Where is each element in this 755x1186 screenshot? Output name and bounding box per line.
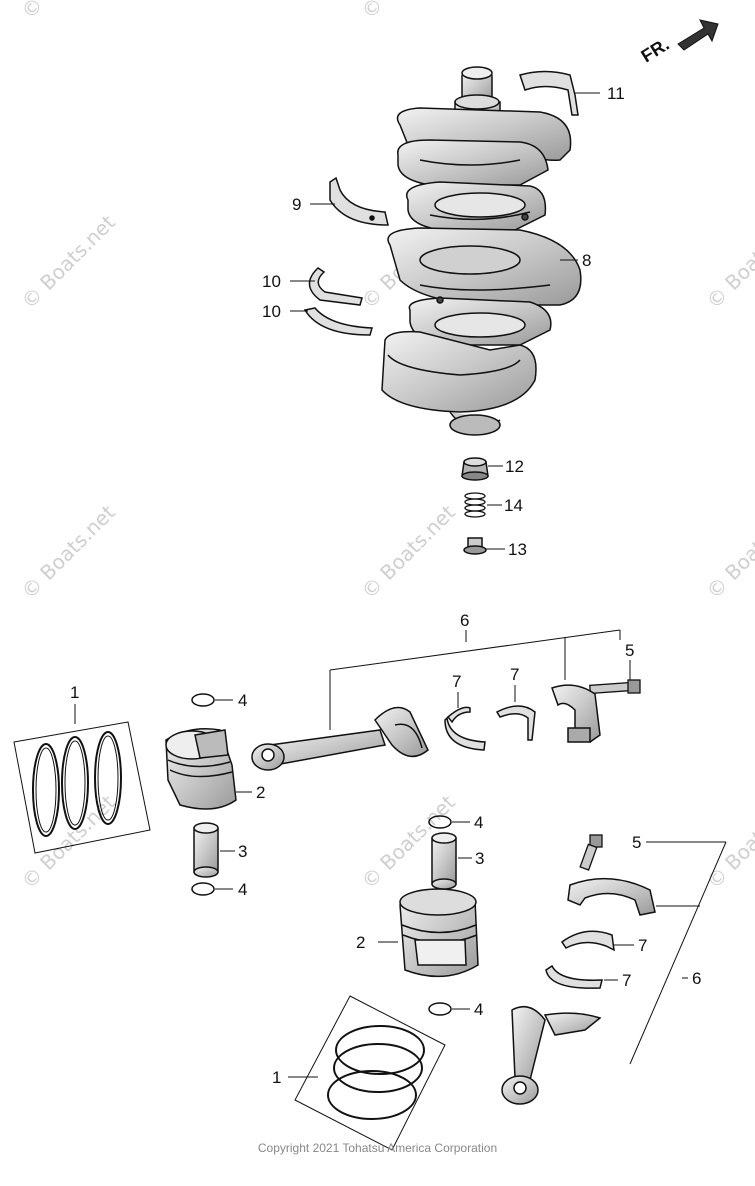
part-number-6: 6 <box>692 969 701 988</box>
watermark-text: © Boats.net <box>17 790 120 893</box>
copyright-notice: Copyright 2021 Tohatsu America Corporati… <box>257 1141 498 1155</box>
part-number-4: 4 <box>474 813 483 832</box>
part-labels-upper: 11 9 10 10 8 12 14 13 <box>262 84 625 559</box>
rod-bearing-upper-b <box>495 705 536 741</box>
part-number-3: 3 <box>475 849 484 868</box>
rod-bearing-upper-a <box>444 706 486 751</box>
oil-seal-cap <box>461 457 489 481</box>
part-number-5: 5 <box>632 833 641 852</box>
front-direction-label: FR. <box>638 34 673 66</box>
bracket-6-upper <box>329 629 631 730</box>
part-number-6: 6 <box>460 611 469 630</box>
part-number-12: 12 <box>505 457 524 476</box>
arrow-icon <box>677 19 719 51</box>
main-bearing-half <box>329 176 389 226</box>
piston-upper <box>165 728 237 810</box>
bracket-6-lower <box>604 841 727 1065</box>
part-number-4: 4 <box>238 691 247 710</box>
watermark-text: © Boats.net <box>17 500 120 603</box>
circlip-upper-a <box>191 693 215 707</box>
plug <box>463 537 487 555</box>
part-number-5: 5 <box>625 641 634 660</box>
part-number-2: 2 <box>256 783 265 802</box>
piston-pin-upper <box>193 822 219 878</box>
part-number-9: 9 <box>292 195 301 214</box>
part-number-10: 10 <box>262 302 281 321</box>
spring <box>464 492 486 518</box>
rod-bolt-lower <box>579 834 603 871</box>
part-number-13: 13 <box>508 540 527 559</box>
piston-rings-box-lower <box>288 995 446 1151</box>
connecting-rod-middle <box>251 706 429 771</box>
part-number-4: 4 <box>238 880 247 899</box>
rod-cap-lower <box>567 877 656 916</box>
part-number-14: 14 <box>504 496 523 515</box>
part-number-2: 2 <box>356 933 365 952</box>
rod-cap <box>551 684 601 743</box>
part-number-7: 7 <box>510 665 519 684</box>
leader-lines <box>290 92 600 550</box>
part-number-3: 3 <box>238 842 247 861</box>
rod-bearing-lower-b <box>545 964 603 989</box>
watermark-text: © Boats.net <box>17 0 120 24</box>
part-number-11: 11 <box>607 84 625 103</box>
thrust-washer-lower <box>303 307 373 336</box>
part-number-7: 7 <box>452 672 461 691</box>
front-direction-arrow: FR. <box>638 19 719 66</box>
part-number-1: 1 <box>272 1068 281 1087</box>
rod-bearing-lower-a <box>560 930 615 952</box>
connecting-rod-lower <box>501 1005 602 1105</box>
rod-bolt-upper <box>589 679 641 695</box>
watermark-text: © Boats.net <box>357 0 460 24</box>
part-number-1: 1 <box>70 683 79 702</box>
circlip-upper-b <box>191 882 215 896</box>
piston-rings-box-upper <box>13 704 151 854</box>
watermark-text: © Boats.net <box>702 500 755 603</box>
piston-pin-lower <box>431 832 457 890</box>
part-number-7: 7 <box>638 936 647 955</box>
part-number-10: 10 <box>262 272 281 291</box>
watermarks: © Boats.net © Boats.net © Boats.net © Bo… <box>17 0 755 894</box>
piston-lower <box>399 888 479 978</box>
circlip-lower-b <box>428 1002 452 1016</box>
circlip-lower-a <box>428 815 452 829</box>
main-bearing-upper <box>519 70 579 116</box>
part-number-4: 4 <box>474 1000 483 1019</box>
crankshaft <box>381 66 582 436</box>
watermark-text: © Boats.net <box>357 500 460 603</box>
part-number-7: 7 <box>622 971 631 990</box>
watermark-text: © Boats.net <box>17 210 120 313</box>
thrust-washer-upper <box>308 267 363 306</box>
part-number-8: 8 <box>582 251 591 270</box>
watermark-text: © Boats.net <box>702 210 755 313</box>
